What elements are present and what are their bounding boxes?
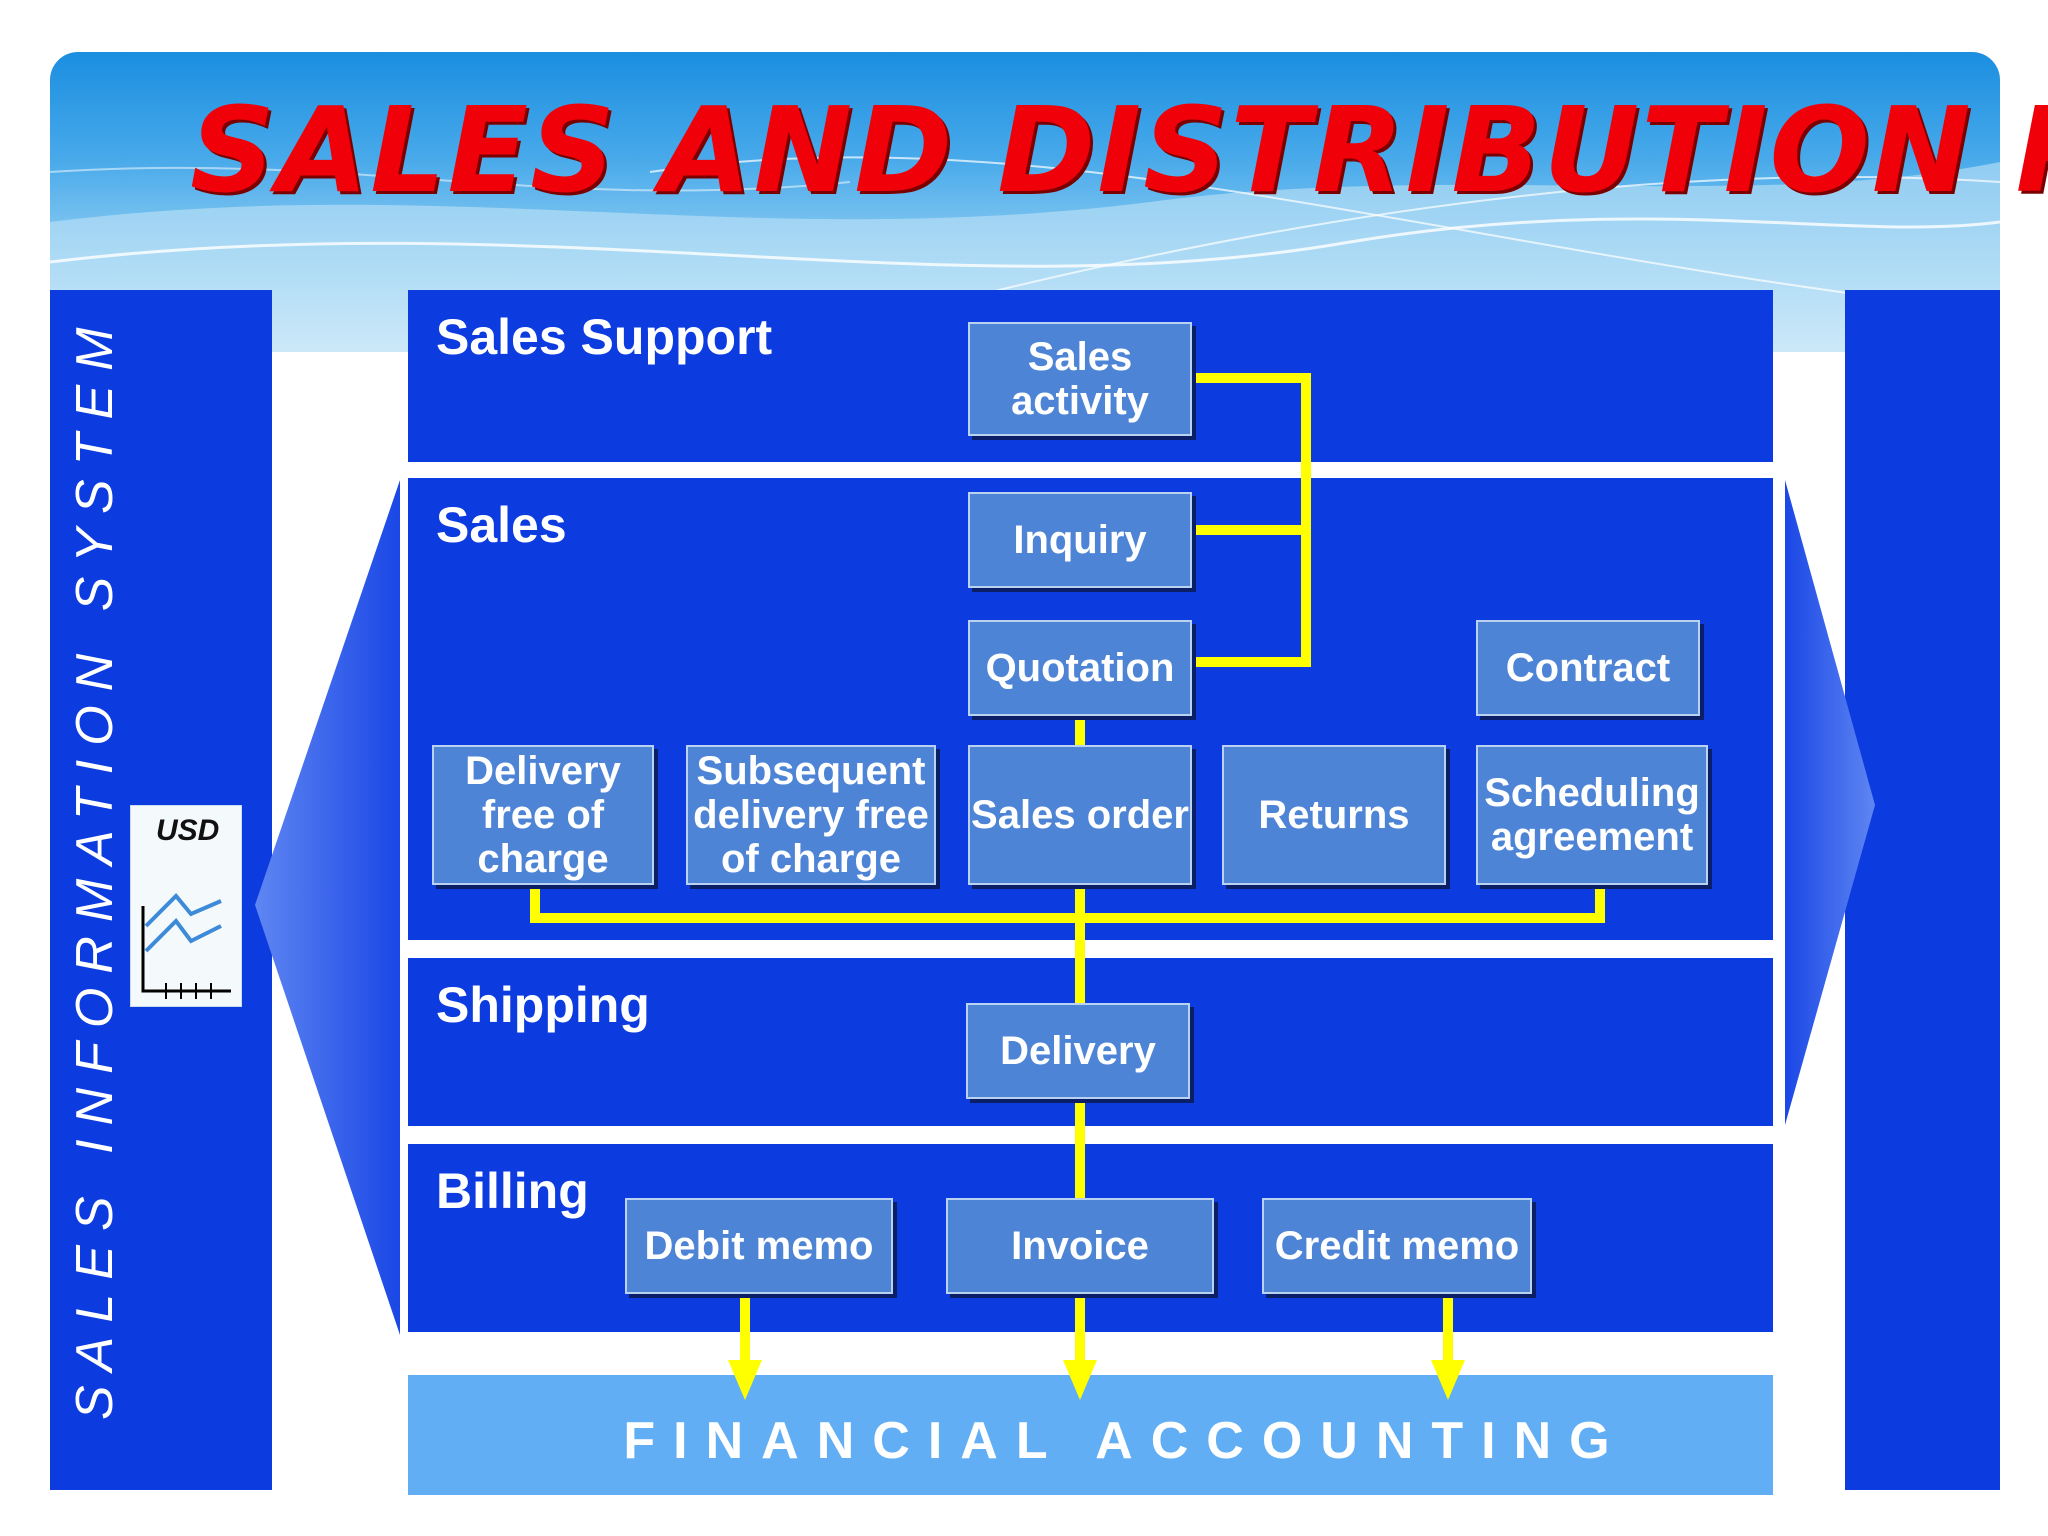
quotation-box: Quotation [968, 620, 1192, 716]
financial-accounting-label: FINANCIAL ACCOUNTING [623, 1412, 1628, 1470]
invoice-box: Invoice [946, 1198, 1214, 1294]
debit-memo-box: Debit memo [625, 1198, 893, 1294]
shipping-title: Shipping [436, 977, 650, 1033]
sales-activity-box: Sales activity [968, 322, 1192, 436]
right-wedge [1785, 480, 1875, 1125]
usd-chart-card: USD [130, 805, 242, 1007]
inquiry-box: Inquiry [968, 492, 1192, 588]
financial-accounting-panel: FINANCIAL ACCOUNTING [408, 1375, 1773, 1495]
returns-box: Returns [1222, 745, 1446, 885]
scheduling-agreement-box: Scheduling agreement [1476, 745, 1708, 885]
sales-order-box: Sales order [968, 745, 1192, 885]
sales-support-title: Sales Support [436, 309, 773, 365]
delivery-free-of-charge-box: Delivery free of charge [432, 745, 654, 885]
usd-chart-icon [141, 893, 231, 999]
delivery-box: Delivery [966, 1003, 1190, 1099]
left-wedge [255, 480, 400, 1335]
credit-memo-box: Credit memo [1262, 1198, 1532, 1294]
subsequent-delivery-box: Subsequent delivery free of charge [686, 745, 936, 885]
slide-title: SALES AND DISTRIBUTION PROCESSING [190, 81, 2048, 219]
usd-label: USD [156, 814, 220, 847]
billing-title: Billing [436, 1163, 589, 1219]
right-sidebar [1845, 290, 2000, 1490]
sales-title: Sales [436, 497, 567, 553]
contract-box: Contract [1476, 620, 1700, 716]
